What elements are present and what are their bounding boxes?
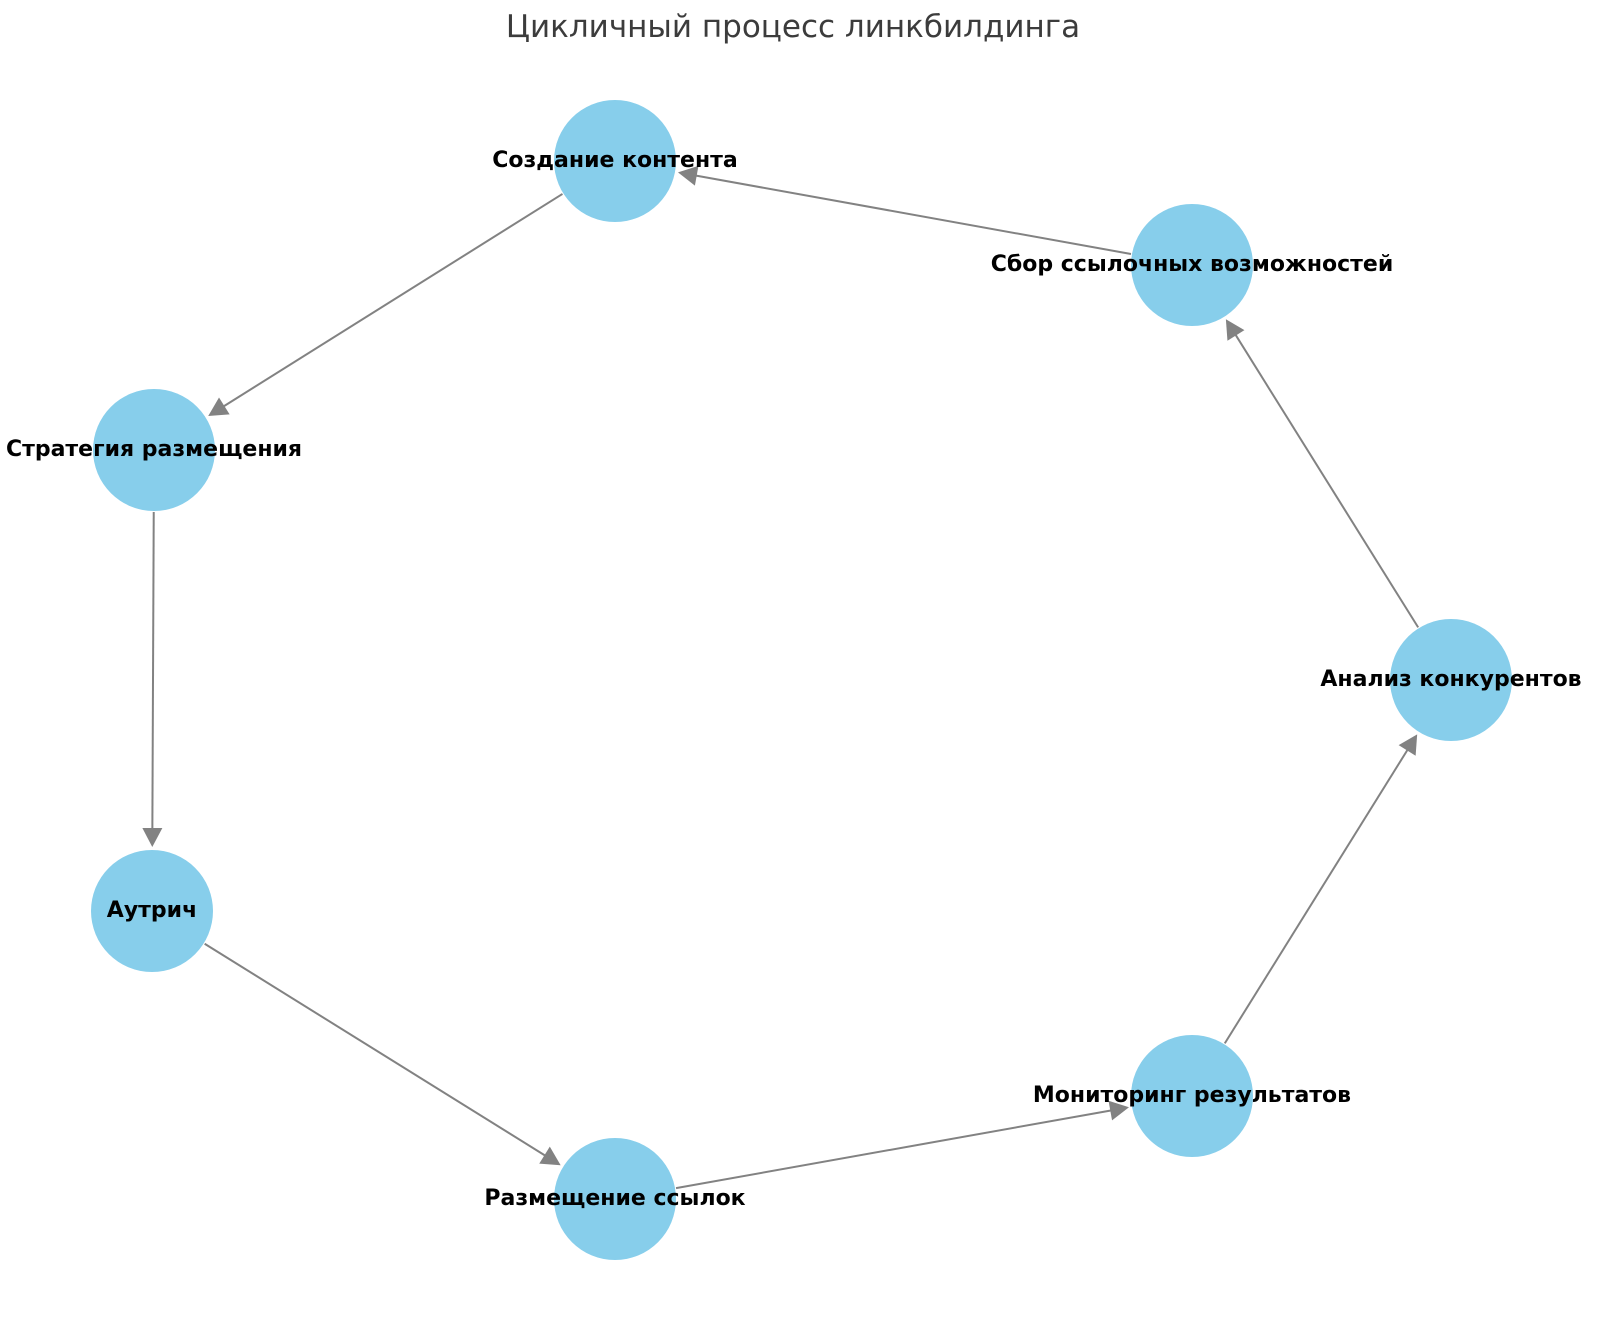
graph-node-label-competitors: Анализ конкурентов [1320, 666, 1582, 692]
edge-arrowhead-icon [208, 397, 230, 417]
graph-edge-collection-to-content [677, 165, 1132, 255]
graph-edge-content-to-strategy [208, 193, 564, 417]
edge-line [675, 1109, 1113, 1190]
graph-node-label-collection: Сбор ссылочных возможностей [990, 251, 1394, 277]
graph-node-outreach [91, 850, 213, 972]
edge-arrowhead-icon [1398, 734, 1418, 756]
graph-node-label-content: Создание контента [492, 147, 738, 173]
diagram-title: Цикличный процесс линкбилдинга [505, 9, 1081, 45]
edge-line [222, 193, 564, 408]
graph-edge-strategy-to-outreach [142, 511, 163, 848]
graph-edge-monitoring-to-competitors [1223, 734, 1418, 1044]
edge-arrowhead-icon [142, 827, 163, 848]
graph-node-label-monitoring: Мониторинг результатов [1032, 1082, 1352, 1108]
edge-line [1223, 748, 1410, 1044]
edge-line [1234, 333, 1420, 628]
edge-arrowhead-icon [1108, 1100, 1129, 1121]
graph-edge-placement-to-monitoring [675, 1100, 1129, 1190]
edge-line [151, 511, 155, 831]
graph-node-competitors [1390, 619, 1512, 741]
edge-arrowhead-icon [677, 165, 699, 186]
graph-node-collection [1131, 204, 1253, 326]
graph-edge-competitors-to-collection [1225, 319, 1420, 628]
edge-line [694, 174, 1132, 255]
graph-node-strategy [93, 389, 215, 511]
graph-node-label-placement: Размещение ссылок [484, 1185, 746, 1211]
edge-arrowhead-icon [539, 1146, 561, 1166]
edge-line [204, 942, 547, 1158]
graph-node-label-outreach: Аутрич [106, 897, 198, 923]
graph-edge-outreach-to-placement [204, 942, 561, 1166]
graph-node-placement [554, 1138, 676, 1260]
graph-node-monitoring [1131, 1035, 1253, 1157]
graph-node-content [554, 100, 676, 222]
graph-node-label-strategy: Стратегия размещения [5, 436, 303, 462]
edge-arrowhead-icon [1225, 319, 1245, 341]
